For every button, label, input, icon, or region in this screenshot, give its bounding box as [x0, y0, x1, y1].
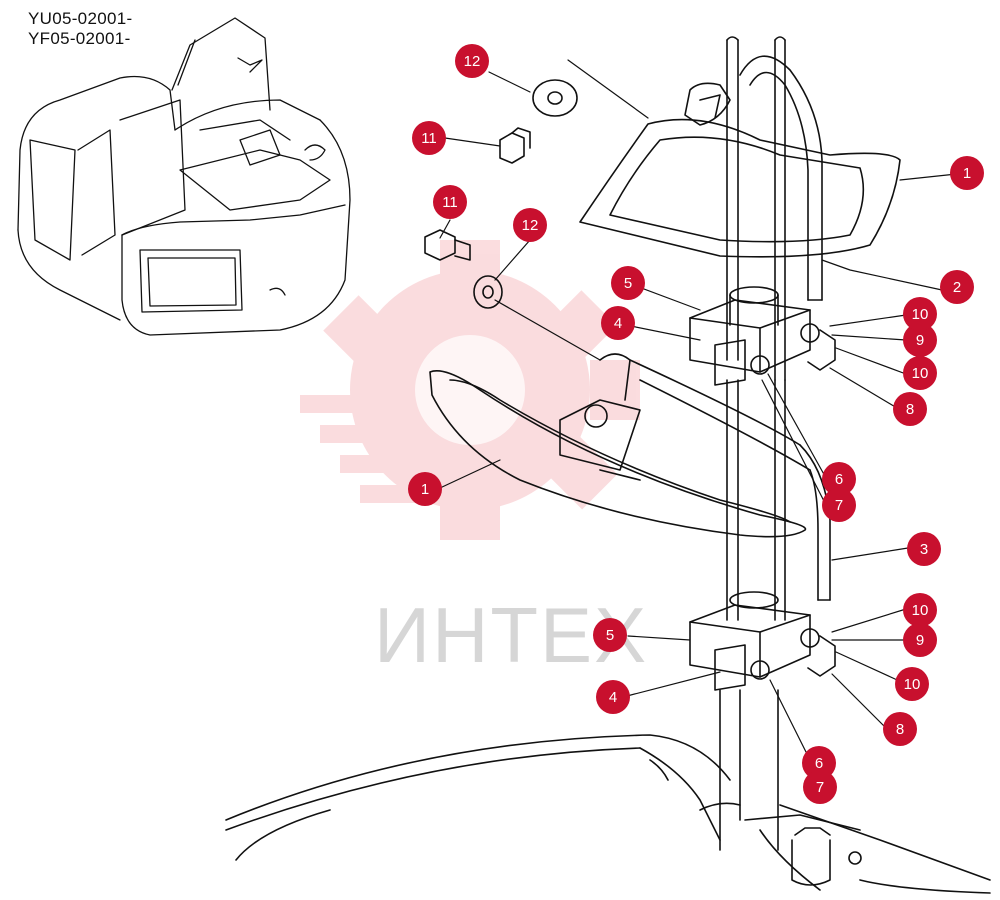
callout-1-upper-lamp[interactable]: 1 [950, 156, 984, 190]
lower-bracket [689, 591, 836, 691]
callout-5-upper[interactable]: 5 [611, 266, 645, 300]
model-code-2: YF05-02001- [28, 29, 131, 48]
callout-8-lower[interactable]: 8 [883, 712, 917, 746]
callout-3[interactable]: 3 [907, 532, 941, 566]
callout-5-lower[interactable]: 5 [593, 618, 627, 652]
machine-body [225, 734, 991, 894]
callout-8-upper[interactable]: 8 [893, 392, 927, 426]
callout-4-lower[interactable]: 4 [596, 680, 630, 714]
callout-11-top[interactable]: 11 [412, 121, 446, 155]
upper-bracket [689, 286, 836, 386]
callout-7-upper[interactable]: 7 [822, 488, 856, 522]
model-code-1: YU05-02001- [28, 9, 133, 28]
excavator-thumbnail [17, 17, 351, 336]
callout-2[interactable]: 2 [940, 270, 974, 304]
callout-10-upper-b[interactable]: 10 [903, 356, 937, 390]
callout-9-lower[interactable]: 9 [903, 623, 937, 657]
upper-lamp [579, 82, 901, 258]
callout-10-lower-b[interactable]: 10 [895, 667, 929, 701]
callout-7-lower[interactable]: 7 [803, 770, 837, 804]
callout-12-middle[interactable]: 12 [513, 208, 547, 242]
callout-12-top[interactable]: 12 [455, 44, 489, 78]
leader-lines [439, 59, 967, 753]
lower-lamp [429, 353, 811, 538]
callout-4-upper[interactable]: 4 [601, 306, 635, 340]
callout-10-upper-a[interactable]: 10 [903, 297, 937, 331]
callout-10-lower-a[interactable]: 10 [903, 593, 937, 627]
callout-11-middle[interactable]: 11 [433, 185, 467, 219]
loose-hardware [424, 79, 578, 309]
callout-1-lower-lamp[interactable]: 1 [408, 472, 442, 506]
